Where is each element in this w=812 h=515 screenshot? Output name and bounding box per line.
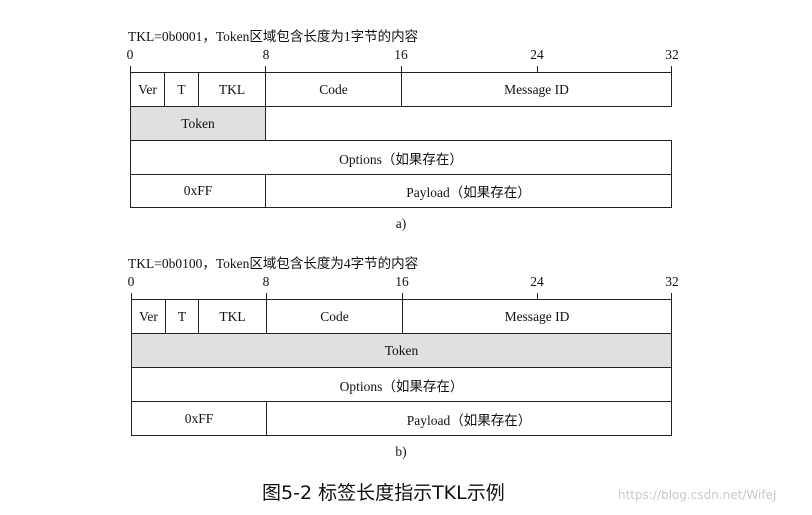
- field-ver: Ver: [131, 299, 166, 334]
- tick-mark: [265, 66, 266, 72]
- field-message-id: Message ID: [402, 299, 672, 334]
- tick-32: 32: [665, 274, 679, 289]
- field-t: T: [165, 299, 199, 334]
- tick-16: 16: [395, 274, 409, 289]
- field-tkl: TKL: [198, 299, 267, 334]
- field-payload: Payload（如果存在）: [266, 401, 672, 436]
- field-token: Token: [131, 333, 672, 368]
- tick-8: 8: [262, 47, 270, 62]
- tick-mark: [402, 293, 403, 299]
- field-options: Options（如果存在）: [131, 367, 672, 402]
- tick-mark: [537, 293, 538, 299]
- tick-mark: [266, 293, 267, 299]
- field-token: Token: [130, 106, 266, 141]
- field-payload: Payload（如果存在）: [265, 174, 672, 208]
- field-payload-marker: 0xFF: [130, 174, 266, 208]
- diagram-b-caption: TKL=0b0100，Token区域包含长度为4字节的内容: [128, 256, 419, 271]
- field-code: Code: [265, 72, 402, 107]
- tick-mark: [671, 293, 672, 299]
- field-payload-marker: 0xFF: [131, 401, 267, 436]
- figure-caption: 图5-2 标签长度指示TKL示例: [262, 482, 505, 504]
- field-message-id: Message ID: [401, 72, 672, 107]
- tick-mark: [131, 293, 132, 299]
- diagram-a-caption: TKL=0b0001，Token区域包含长度为1字节的内容: [128, 29, 419, 44]
- tick-8: 8: [262, 274, 270, 289]
- tick-mark: [401, 66, 402, 72]
- diagram-b-label: b): [395, 444, 407, 459]
- tick-24: 24: [530, 274, 544, 289]
- tick-mark: [671, 66, 672, 72]
- field-options: Options（如果存在）: [130, 140, 672, 175]
- tick-0: 0: [127, 274, 135, 289]
- tick-mark: [537, 66, 538, 72]
- field-ver: Ver: [130, 72, 165, 107]
- tick-16: 16: [394, 47, 408, 62]
- field-code: Code: [266, 299, 403, 334]
- diagram-a-label: a): [395, 216, 407, 231]
- tick-0: 0: [126, 47, 134, 62]
- field-tkl: TKL: [198, 72, 266, 107]
- watermark: https://blog.csdn.net/WifeJ: [618, 488, 777, 502]
- tick-24: 24: [530, 47, 544, 62]
- tick-32: 32: [665, 47, 679, 62]
- field-t: T: [164, 72, 199, 107]
- tick-mark: [130, 66, 131, 72]
